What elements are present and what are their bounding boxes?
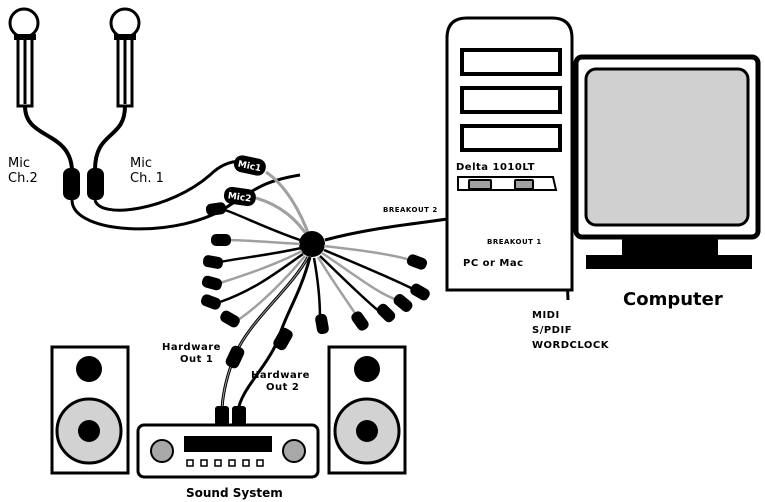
mic-ch1-label-line1: Mic xyxy=(130,156,152,171)
hw-out2-label-line1: Hardware xyxy=(251,370,310,381)
mic2-tag-text: Mic2 xyxy=(227,191,252,204)
speaker-left xyxy=(50,345,130,475)
pc-tower xyxy=(445,16,574,292)
hw-out2-plug xyxy=(273,327,293,351)
mic-ch1-label-line2: Ch. 1 xyxy=(130,171,164,186)
monitor-neck xyxy=(622,237,718,255)
knob-left xyxy=(150,439,174,463)
drive-bay-1 xyxy=(460,48,562,76)
sound-system-label: Sound System xyxy=(186,486,283,500)
microphone-ch1 xyxy=(109,7,141,108)
midi-label: MIDI xyxy=(532,310,560,321)
pc-or-mac-label: PC or Mac xyxy=(463,258,524,269)
drive-bay-3 xyxy=(460,124,562,152)
left-fan-cables xyxy=(219,208,306,322)
mic2-tag: Mic2 xyxy=(223,186,256,207)
microphone-ch2 xyxy=(8,7,40,108)
breakout1-label: BREAKOUT 1 xyxy=(487,238,542,246)
left-rca-plugs xyxy=(200,202,240,328)
spdif-label: S/PDIF xyxy=(532,325,572,336)
sound-system-input-2 xyxy=(232,406,246,428)
monitor-screen xyxy=(584,67,750,227)
sound-system-unit xyxy=(136,423,320,479)
breakout-hub xyxy=(299,231,325,257)
display-panel xyxy=(184,436,272,452)
wordclock-label: WORDCLOCK xyxy=(532,340,610,351)
hw-out1-label-line2: Out 1 xyxy=(180,354,213,365)
xlr-connector-ch1 xyxy=(87,168,104,200)
right-fan-cables xyxy=(312,244,416,319)
mic1-tag: Mic1 xyxy=(233,155,266,176)
mic-ch2-label-line2: Ch.2 xyxy=(8,171,38,186)
knob-right xyxy=(282,439,306,463)
speaker-right xyxy=(327,345,407,475)
right-rca-plugs xyxy=(315,254,430,335)
computer-label: Computer xyxy=(623,289,723,310)
drive-bay-2 xyxy=(460,86,562,114)
mic1-tag-text: Mic1 xyxy=(237,160,262,175)
breakout2-label: BREAKOUT 2 xyxy=(383,206,438,214)
delta-card-label: Delta 1010LT xyxy=(456,162,535,173)
hw-out1-plug xyxy=(225,345,245,369)
computer-monitor xyxy=(573,54,761,269)
monitor-base xyxy=(586,255,752,269)
tweeter-left xyxy=(76,356,102,382)
mic-ch2-label-line1: Mic xyxy=(8,156,30,171)
hw-out1-label-line1: Hardware xyxy=(162,342,221,353)
hw-out2-label-line2: Out 2 xyxy=(266,382,299,393)
xlr-connector-ch2 xyxy=(63,168,80,200)
sound-system-input-1 xyxy=(215,406,229,428)
tweeter-right xyxy=(354,356,380,382)
